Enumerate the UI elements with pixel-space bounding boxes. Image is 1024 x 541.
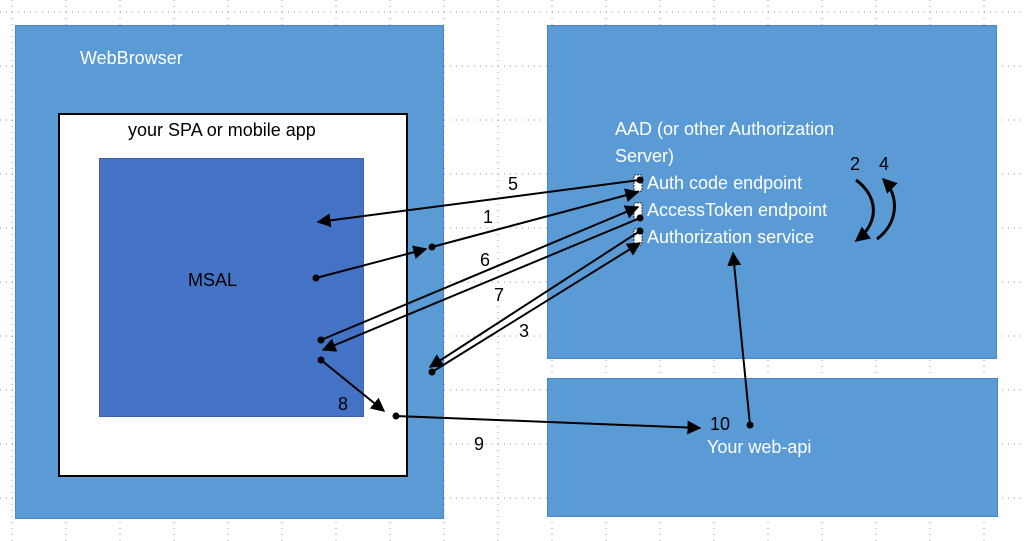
arrow-msal-out — [315, 245, 428, 279]
step-10-label: 10 — [710, 414, 731, 434]
curved-arrow-step-4 — [876, 177, 898, 241]
webapi-panel — [547, 378, 998, 517]
arrow-step-7 — [321, 217, 641, 352]
arrow-step-3b — [431, 242, 642, 373]
step-1-label: 1 — [483, 207, 494, 227]
arrow-step-6 — [320, 205, 640, 341]
arrow-step-9 — [395, 415, 702, 435]
step-2-label: 2 — [850, 154, 861, 174]
step-8-label: 8 — [338, 394, 349, 414]
curved-arrow-step-2 — [854, 178, 875, 242]
authorization-service: Authorization service — [647, 227, 815, 247]
step-9-label: 9 — [474, 434, 485, 454]
spa-app-title: your SPA or mobile app — [128, 120, 316, 140]
webapi-label: Your web-api — [707, 437, 812, 457]
arrow-step-5 — [316, 179, 641, 228]
arrow-step-10 — [727, 251, 751, 426]
arrow-step-8 — [320, 359, 386, 412]
arrow-step-3a — [428, 230, 641, 368]
step-3-label: 3 — [519, 321, 530, 341]
aad-title-line2: Server) — [615, 146, 675, 166]
msal-box — [99, 158, 364, 417]
webbrowser-title: WebBrowser — [80, 48, 183, 68]
step-4-label: 4 — [879, 154, 890, 174]
step-7-label: 7 — [494, 285, 505, 305]
msal-label: MSAL — [188, 270, 238, 290]
auth-code-endpoint: Auth code endpoint — [647, 173, 803, 193]
access-token-endpoint: AccessToken endpoint — [647, 200, 828, 220]
aad-panel — [547, 25, 997, 359]
step-6-label: 6 — [480, 250, 491, 270]
arrow-step-1 — [431, 188, 640, 248]
aad-title-line1: AAD (or other Authorization — [615, 119, 835, 139]
step-5-label: 5 — [508, 174, 519, 194]
